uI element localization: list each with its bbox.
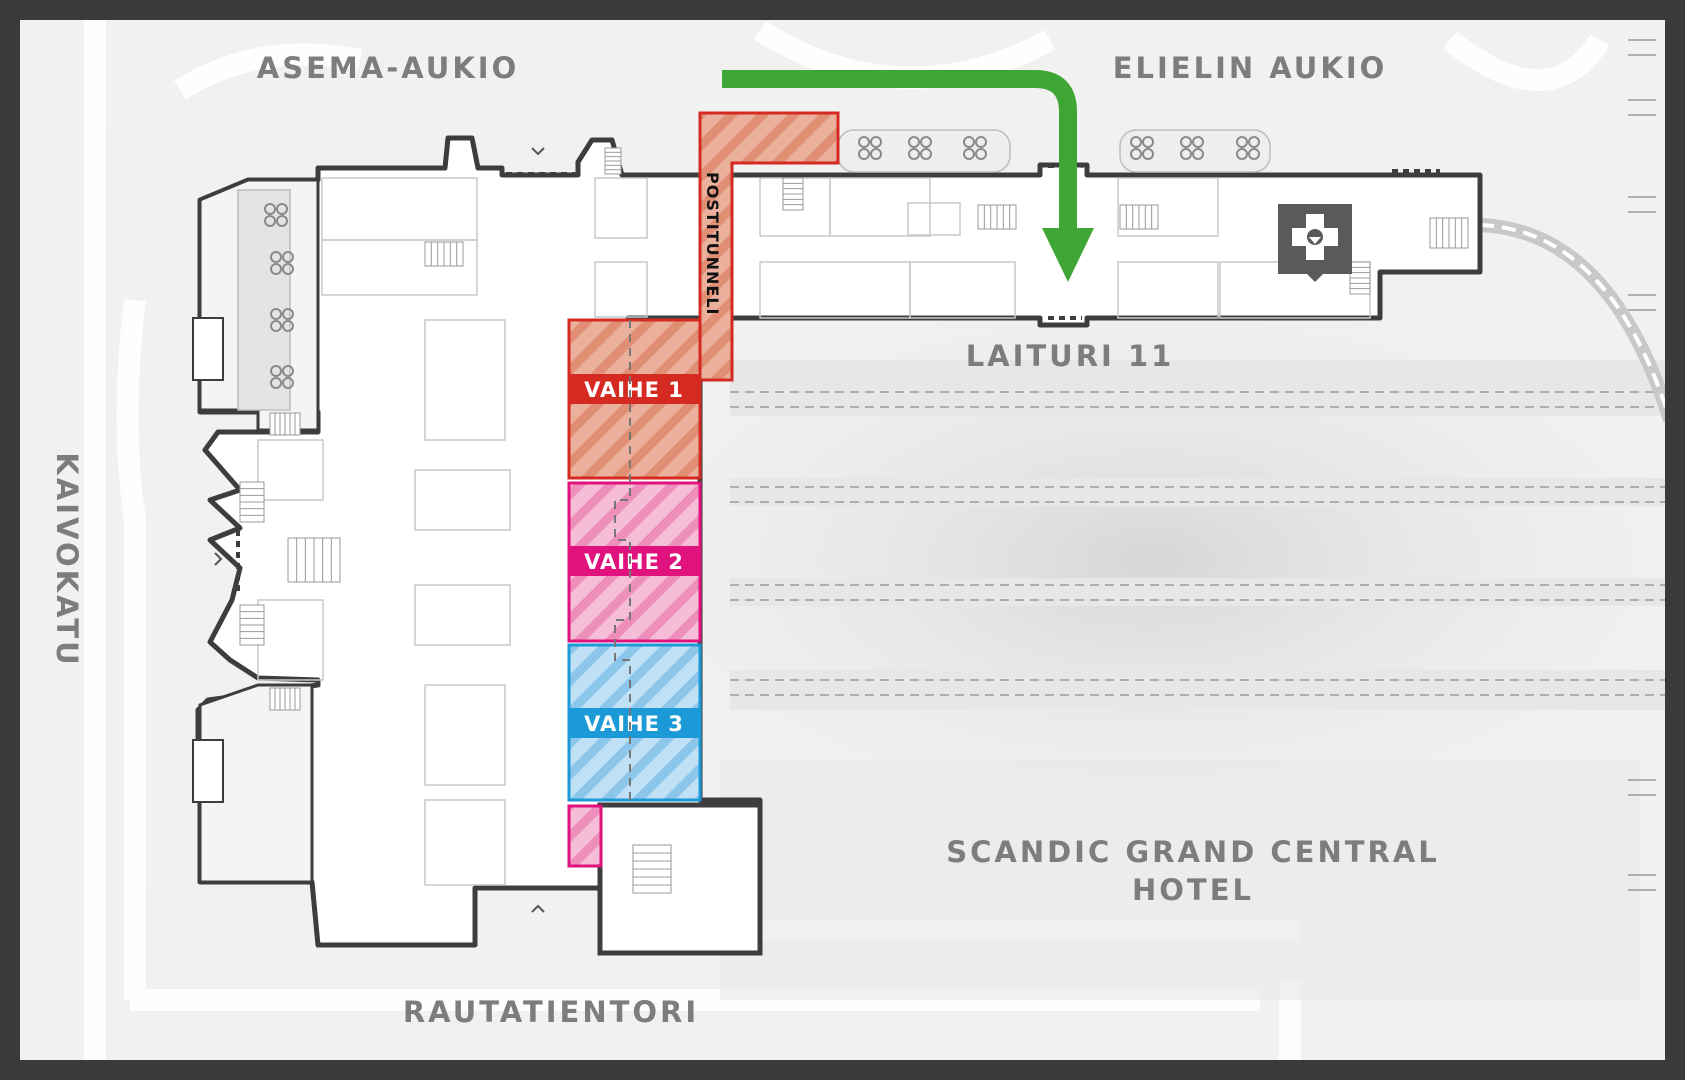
platform-label: LAITURI 11 bbox=[966, 339, 1175, 373]
map-frame: POSTITUNNELI VAIHE 1 VAIHE 2 VAIHE 3 ASE… bbox=[20, 20, 1665, 1060]
phase-1-banner bbox=[569, 374, 700, 404]
street-label-elielin-aukio: ELIELIN AUKIO bbox=[1113, 51, 1388, 85]
phase-1-zone: VAIHE 1 bbox=[567, 318, 702, 480]
seating-icons bbox=[264, 136, 1260, 389]
street-label-kaivokatu: KAIVOKATU bbox=[50, 452, 84, 667]
station-building bbox=[192, 129, 1483, 956]
seating-icon bbox=[858, 136, 882, 160]
stairs-icon bbox=[782, 177, 804, 211]
seating-icon bbox=[1130, 136, 1154, 160]
seating-icon bbox=[264, 203, 288, 227]
station-map: POSTITUNNELI VAIHE 1 VAIHE 2 VAIHE 3 ASE… bbox=[50, 20, 1665, 1060]
stairs-icon bbox=[269, 687, 301, 711]
phase-2-zone: VAIHE 2 bbox=[567, 481, 702, 643]
phase-dashed-boundary bbox=[614, 320, 631, 800]
seating-icon bbox=[270, 308, 294, 332]
phase-2-label: VAIHE 2 bbox=[584, 550, 684, 574]
street-label-asema-aukio: ASEMA-AUKIO bbox=[257, 51, 520, 85]
phase-2-banner bbox=[569, 546, 700, 576]
stairs-icon bbox=[1119, 204, 1159, 230]
street-label-rautatientori: RAUTATIENTORI bbox=[403, 995, 699, 1029]
entrance-chevron-icon bbox=[214, 147, 545, 913]
stairs-icon bbox=[239, 604, 265, 646]
phase-3-label: VAIHE 3 bbox=[584, 712, 684, 736]
stairs-icon bbox=[1429, 217, 1469, 249]
seating-icon bbox=[270, 251, 294, 275]
phase-3-zone: VAIHE 3 bbox=[567, 643, 702, 802]
phase-1-label: VAIHE 1 bbox=[584, 378, 684, 402]
postitunneli-label: POSTITUNNELI bbox=[703, 172, 722, 315]
stairs-icon bbox=[269, 412, 301, 436]
seating-icon bbox=[1236, 136, 1260, 160]
stairs-icon bbox=[632, 844, 672, 894]
stairs-icon bbox=[239, 147, 1469, 894]
hotel-label-line1: SCANDIC GRAND CENTRAL bbox=[946, 835, 1440, 869]
phase-2-annex bbox=[567, 804, 603, 868]
phase-3-banner bbox=[569, 708, 700, 738]
seating-icon bbox=[1180, 136, 1204, 160]
route-arrow bbox=[722, 70, 1094, 282]
stairs-icon bbox=[604, 147, 622, 175]
stairs-icon bbox=[977, 204, 1017, 230]
stairs-icon bbox=[424, 241, 464, 267]
stairs-icon bbox=[239, 481, 265, 523]
pharmacy-icon bbox=[1278, 204, 1352, 282]
seating-icon bbox=[270, 365, 294, 389]
seating-icon bbox=[908, 136, 932, 160]
stairs-icon bbox=[1349, 261, 1371, 295]
stairs-icon bbox=[287, 537, 341, 583]
seating-icon bbox=[963, 136, 987, 160]
railway-tracks bbox=[730, 39, 1665, 891]
hotel-label-line2: HOTEL bbox=[1132, 873, 1254, 907]
postitunneli-zone: POSTITUNNELI bbox=[698, 111, 840, 382]
